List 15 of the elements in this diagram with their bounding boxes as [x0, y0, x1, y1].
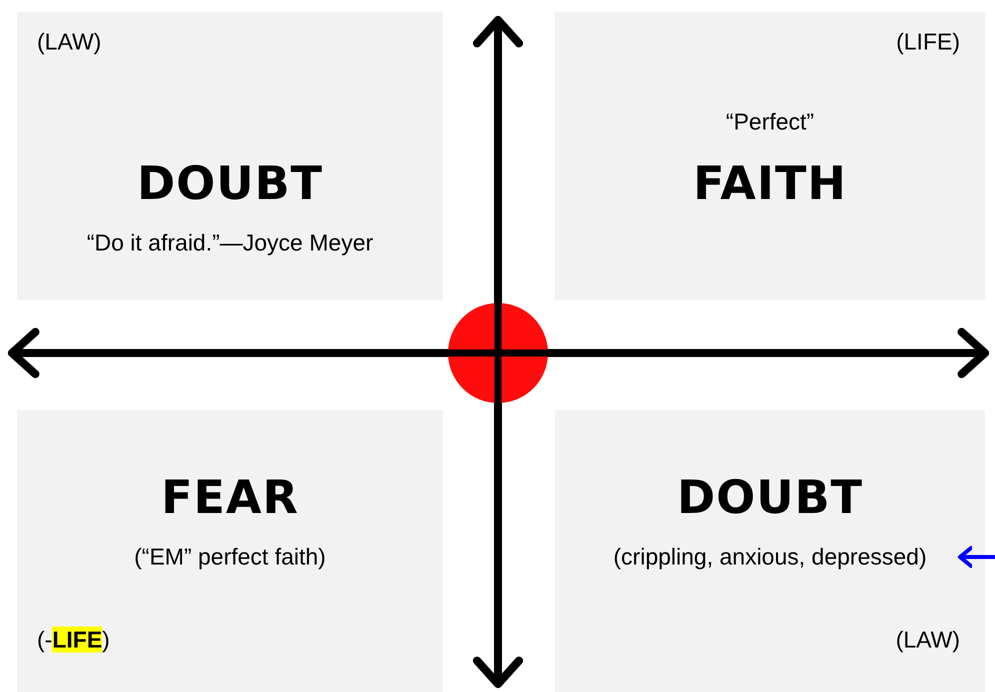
- quadrant-note: (LAW): [37, 28, 102, 56]
- quadrant-note: (LAW): [896, 626, 960, 654]
- quadrant-note: (-LIFE): [37, 626, 110, 654]
- quadrant-title: DOUBT: [676, 470, 864, 524]
- quadrant-note: (LIFE): [896, 28, 960, 56]
- quadrant-note: (“EM” perfect faith): [133, 544, 327, 570]
- quadrant-note: “Perfect”: [724, 108, 816, 136]
- quadrant-panel: [555, 410, 985, 692]
- arrow: [958, 546, 995, 568]
- quadrant-title: DOUBT: [136, 156, 324, 210]
- quadrant-title: FEAR: [160, 470, 300, 524]
- quadrant-panel: [17, 410, 443, 692]
- quadrant-note: “Do it afraid.”—Joyce Meyer: [86, 230, 374, 256]
- quadrant-title: FAITH: [692, 156, 848, 210]
- quadrant-note: (crippling, anxious, depressed): [612, 544, 928, 570]
